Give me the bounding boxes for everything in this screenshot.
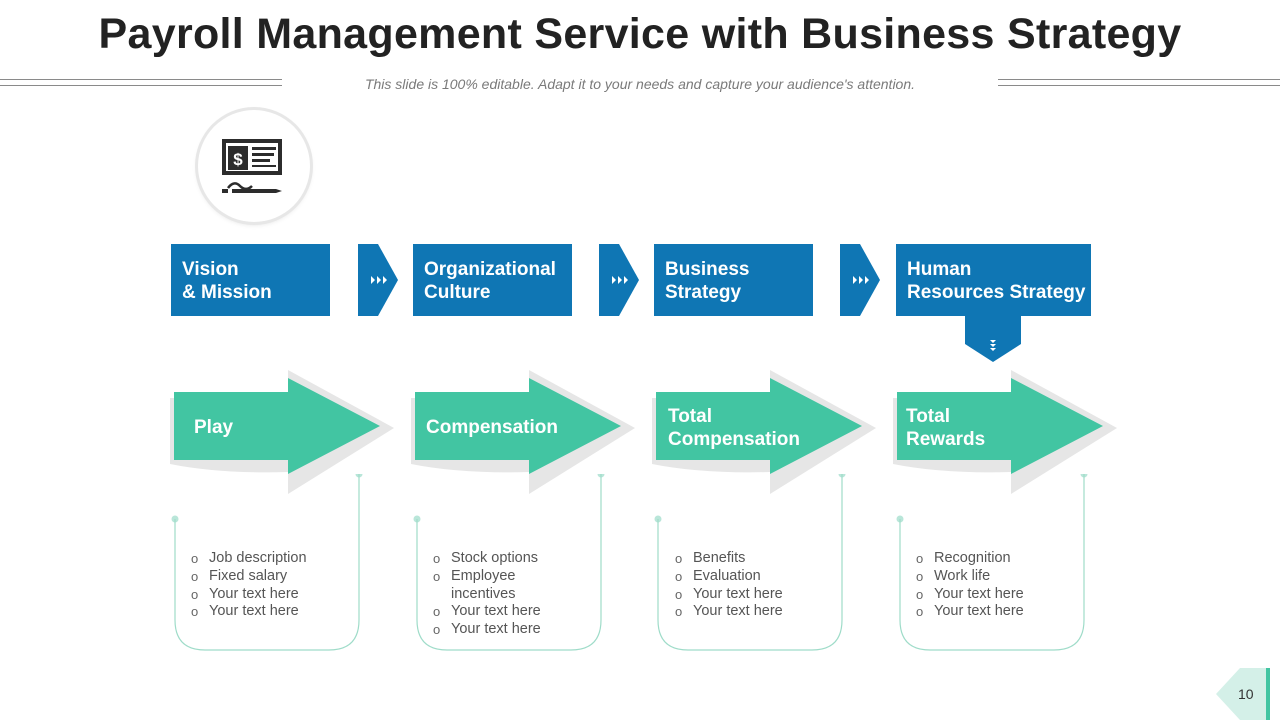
card-outline [171, 474, 363, 651]
page-number-tab: 10 [1216, 668, 1272, 720]
slide-subtitle: This slide is 100% editable. Adapt it to… [364, 76, 916, 92]
chevron-arrow-icon [358, 244, 398, 316]
list-item: Your text here [916, 603, 1024, 621]
arrow-label-total-rewards: Total Rewards [906, 406, 986, 450]
bullet-list-compensation: Stock options Employee incentives Your t… [433, 550, 541, 639]
chevron-arrow-icon [840, 244, 880, 316]
arrow-label-total-compensation: Total Compensation [668, 406, 800, 450]
list-item: Your text here [675, 586, 783, 604]
green-arrow-total-rewards [893, 370, 1117, 494]
title-rule-right [998, 79, 1280, 86]
green-arrow-play [170, 370, 394, 494]
list-item: Fixed salary [191, 568, 307, 586]
bullet-list-total-rewards: Recognition Work life Your text here You… [916, 550, 1024, 621]
list-item: Your text here [675, 603, 783, 621]
chevron-arrow-icon [599, 244, 639, 316]
title-rule-left [0, 79, 282, 86]
card-outline [654, 474, 846, 651]
green-arrow-compensation [411, 370, 635, 494]
list-item: Your text here [433, 621, 541, 639]
slide-title: Payroll Management Service with Business… [98, 10, 1182, 58]
svg-text:$: $ [233, 150, 243, 169]
green-arrow-total-compensation [652, 370, 876, 494]
chevron-down-icon [965, 316, 1021, 362]
list-item: Evaluation [675, 568, 783, 586]
page-number-tab-shape [1216, 668, 1270, 720]
process-box-business-strategy: Business Strategy [654, 244, 813, 316]
process-box-vision-mission: Vision & Mission [171, 244, 330, 316]
list-item: Employee incentives [433, 568, 541, 604]
page-number: 10 [1238, 686, 1254, 702]
process-box-hr-strategy: Human Resources Strategy [896, 244, 1091, 316]
list-item: Recognition [916, 550, 1024, 568]
list-item: Work life [916, 568, 1024, 586]
process-box-organizational-culture: Organizational Culture [413, 244, 572, 316]
list-item: Your text here [191, 603, 307, 621]
list-item: Benefits [675, 550, 783, 568]
arrow-label-play: Play [194, 417, 234, 438]
payroll-icon-badge: $ [198, 110, 310, 222]
card-outline [896, 474, 1088, 651]
arrow-label-compensation: Compensation [426, 417, 558, 438]
list-item: Your text here [191, 586, 307, 604]
list-item: Your text here [916, 586, 1024, 604]
list-item: Your text here [433, 603, 541, 621]
bullet-list-total-compensation: Benefits Evaluation Your text here Your … [675, 550, 783, 621]
list-item: Job description [191, 550, 307, 568]
payroll-check-pen-icon: $ [222, 139, 282, 193]
bullet-list-play: Job description Fixed salary Your text h… [191, 550, 307, 621]
list-item: Stock options [433, 550, 541, 568]
card-outline [413, 474, 605, 651]
